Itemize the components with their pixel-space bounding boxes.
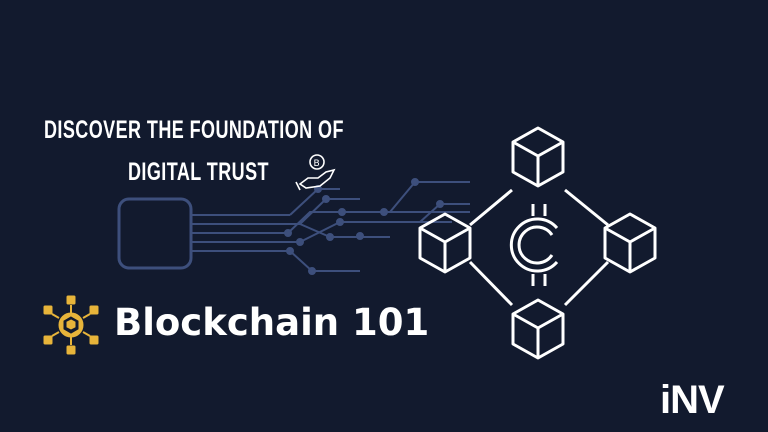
crypto-coin-icon: [509, 204, 559, 286]
blockchain-network-icon: [418, 126, 657, 360]
blockchain-gold-icon: [43, 295, 99, 355]
svg-text:B: B: [314, 159, 320, 169]
inv-logo: iNV: [660, 378, 725, 422]
brand-title: Blockchain 101: [114, 301, 430, 344]
hand-coin-icon: B: [295, 154, 336, 191]
headline-line-1: DISCOVER THE FOUNDATION OF: [44, 116, 344, 144]
circuit-lines: [191, 178, 470, 275]
headline-line-2: DIGITAL TRUST: [128, 158, 269, 186]
circuit-chip-icon: [117, 197, 193, 270]
